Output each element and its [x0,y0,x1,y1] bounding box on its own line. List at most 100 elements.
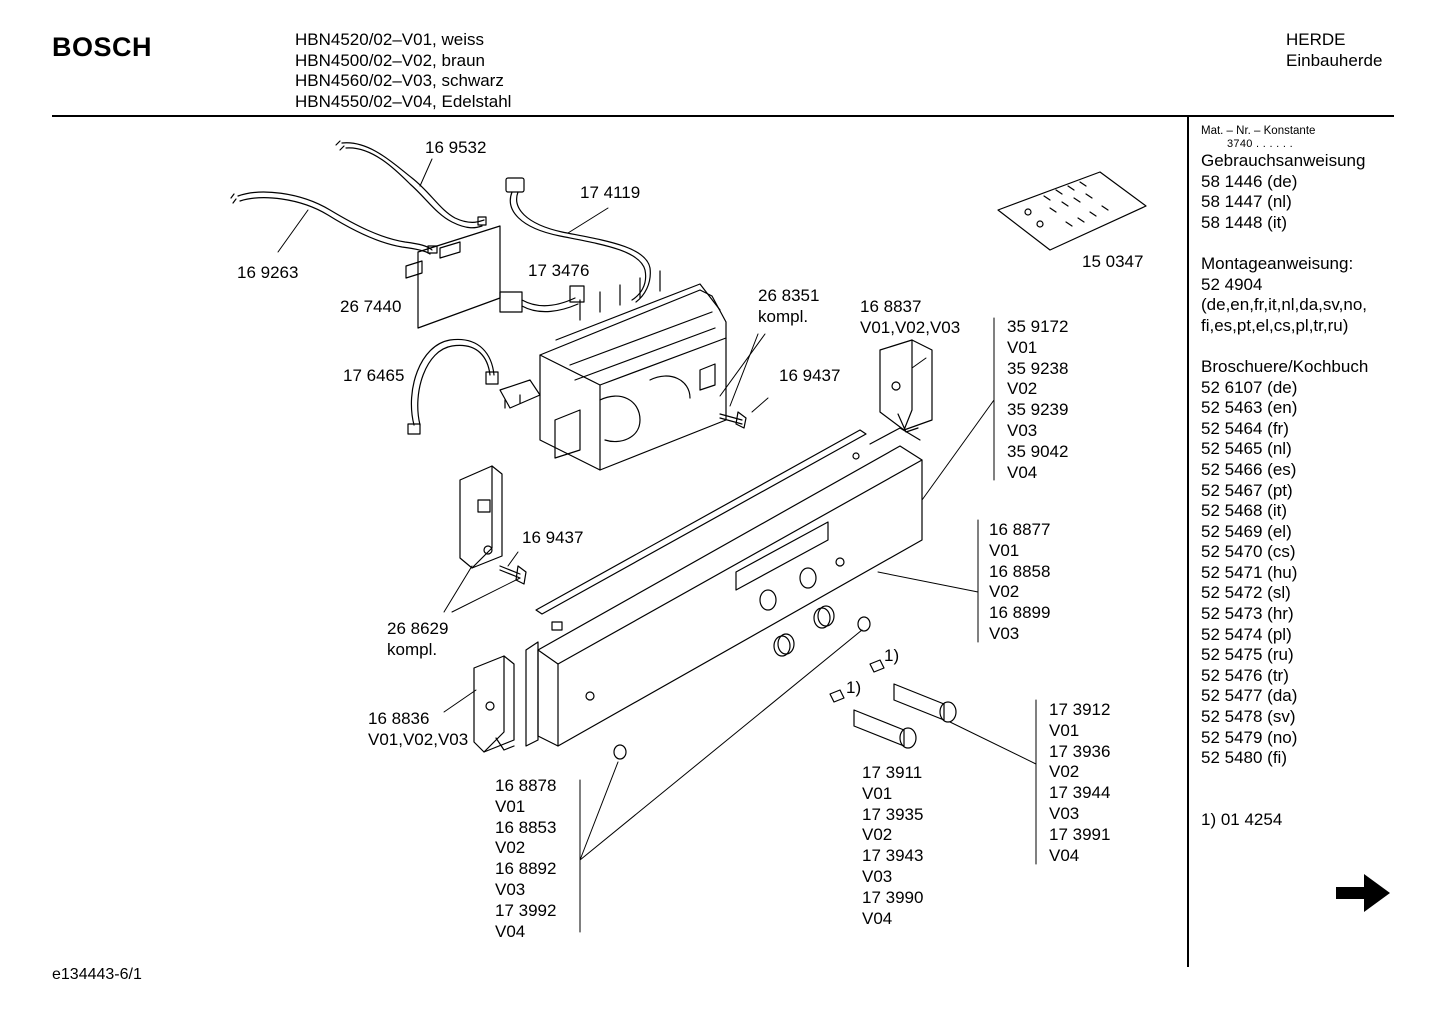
part-list-knob-right: 17 3912 V01 17 3936 V02 17 3944 V03 17 3… [1049,700,1110,866]
part-list-item: V04 [862,908,893,928]
part-label: 26 8351 [758,286,820,305]
part-list-item: 35 9042 [1007,441,1069,461]
screw-169437-upper [719,411,747,429]
model-line: HBN4500/02–V02, braun [295,50,485,70]
brochure-item: 52 5474 (pl) [1201,624,1292,644]
category: HERDE Einbauherde [1286,30,1382,71]
part-list-item: 16 8858 [989,561,1051,581]
part-list-item: V03 [862,866,893,886]
control-panel-fascia [525,427,923,747]
part-list-item: V02 [1049,762,1080,782]
brochure-item: 52 6107 (de) [1201,377,1298,397]
part-list-item: V02 [862,825,893,845]
part-list-item: 17 3936 [1049,741,1111,761]
connector-173476 [499,285,585,313]
brochure-heading: Broschuere/Kochbuch [1201,356,1369,376]
manual-item: 58 1448 (it) [1201,212,1287,232]
trim-strip [535,429,867,631]
cable-harness-176465 [407,338,499,435]
drawing-code: e134443-6/1 [52,966,142,983]
part-list-item: V03 [495,879,526,899]
button-cap-lower [613,744,627,760]
manual-heading: Gebrauchsanweisung [1201,151,1366,170]
part-list-item: V01 [1049,720,1080,740]
part-label: 16 9437 [779,366,841,385]
part-label: 16 9437 [522,528,584,547]
sidebar-divider [1187,117,1189,967]
install-langs: fi,es,pt,el,cs,pl,tr,ru) [1201,315,1349,335]
part-list-knob-left: 17 3911 V01 17 3935 V02 17 3943 V03 17 3… [862,763,923,929]
cable-harness-169263 [230,191,438,255]
part-list-item: 17 3944 [1049,783,1111,803]
part-list-item: V01 [862,783,893,803]
part-list-item: 17 3992 [495,900,557,920]
brochure-item: 52 5466 (es) [1201,459,1297,479]
part-list-item: 17 3943 [862,846,924,866]
part-label: 16 9532 [425,138,487,157]
manual-item: 58 1446 (de) [1201,171,1298,191]
part-list-item: V01 [989,540,1020,560]
part-list-item: V04 [1007,462,1038,482]
brochure-item: 52 5472 (sl) [1201,583,1291,603]
part-list-item: V03 [989,623,1020,643]
part-list-item: 17 3990 [862,887,924,907]
install-heading: Montageanweisung: [1201,253,1354,273]
brochure-item: 52 5471 (hu) [1201,562,1298,582]
knob-ring-right [813,605,835,629]
part-list-item: 16 8878 [495,776,557,795]
knob-shaft-right [869,659,957,723]
model-line: HBN4560/02–V03, schwarz [295,71,504,91]
part-list-item: 35 9239 [1007,400,1069,420]
button-cap-upper [857,616,871,632]
part-variants: V01,V02,V03 [368,730,469,749]
part-label: 26 8629 [387,619,449,638]
bracket-168836 [473,655,515,753]
part-list-panel: 35 9172 V01 35 9238 V02 35 9239 V03 35 9… [1007,317,1068,483]
circuit-board-267440 [405,225,501,329]
part-list-item: 17 3912 [1049,700,1111,719]
brochure-item: 52 5477 (da) [1201,686,1298,706]
part-list-button: 16 8878 V01 16 8853 V02 16 8892 V03 17 3… [495,776,556,942]
mat-label: Mat. – Nr. – Konstante [1201,125,1316,137]
leader-lines [277,158,1037,933]
cable-harness-169532 [335,140,487,229]
part-label: 16 8836 [368,709,430,728]
model-line: HBN4520/02–V01, weiss [295,30,485,49]
footnote: 1) 01 4254 [1201,810,1283,829]
part-label: 26 7440 [340,297,402,316]
part-label: 17 4119 [580,183,641,202]
part-list-item: 17 3911 [862,763,923,782]
header-divider [52,115,1394,117]
brochure-item: 52 5465 (nl) [1201,439,1292,459]
install-langs: (de,en,fr,it,nl,da,sv,no, [1201,295,1367,315]
brochure-item: 52 5467 (pt) [1201,480,1293,500]
part-list-item: V02 [1007,379,1038,399]
part-list-item: V01 [1007,337,1038,357]
screw-169437-lower [499,565,527,585]
part-list-item: V02 [495,838,526,858]
brochure-item: 52 5475 (ru) [1201,645,1294,665]
cable-harness-174119 [505,177,651,303]
part-label: 15 0347 [1082,252,1144,271]
part-label: 17 6465 [343,366,405,385]
part-list-item: 35 9172 [1007,317,1069,336]
arrow-right-icon[interactable] [1334,872,1392,914]
part-list-item: V03 [1007,420,1038,440]
part-list-item: V04 [1049,845,1080,865]
part-list-item: V01 [495,796,526,816]
brochure-item: 52 5470 (cs) [1201,542,1296,562]
part-list-knobring: 16 8877 V01 16 8858 V02 16 8899 V03 [989,520,1050,645]
part-list-item: 16 8892 [495,859,557,879]
part-list-item: 16 8877 [989,520,1051,539]
brochure-item: 52 5463 (en) [1201,398,1298,418]
install-number: 52 4904 [1201,274,1263,294]
brochure-item: 52 5464 (fr) [1201,418,1289,438]
part-note: kompl. [387,640,438,659]
brochure-item: 52 5480 (fi) [1201,748,1287,768]
brochure-item: 52 5478 (sv) [1201,707,1296,727]
brochure-item: 52 5468 (it) [1201,501,1287,521]
knob-shaft-left [829,689,917,749]
screw-bag-150347 [997,171,1147,251]
part-label: 16 9263 [237,263,299,282]
